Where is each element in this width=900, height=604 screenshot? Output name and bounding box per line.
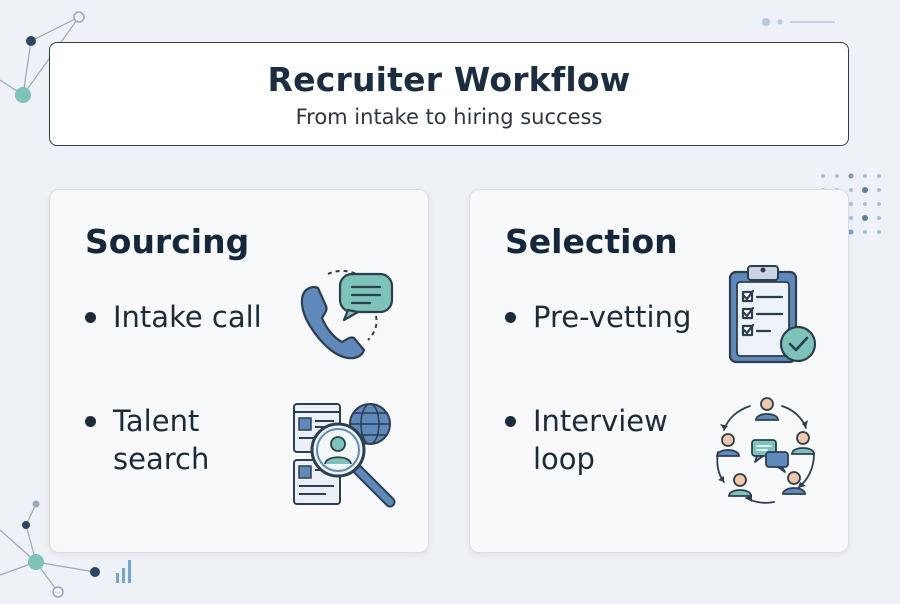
item-label-intake-call: Intake call: [113, 300, 262, 334]
item-label-interview-loop: Interview loop: [533, 404, 668, 476]
list-item-interview-loop: Interview loop: [505, 402, 683, 478]
selection-card: Selection Pre-vetting Interview loop: [469, 189, 849, 553]
card-title-selection: Selection: [505, 222, 678, 261]
bullet-dot: [85, 416, 96, 427]
card-title-sourcing: Sourcing: [85, 222, 250, 261]
list-item-intake-call: Intake call: [85, 298, 283, 336]
page-subtitle: From intake to hiring success: [295, 105, 603, 129]
sourcing-card: Sourcing Intake call Talent search: [49, 189, 429, 553]
interview-loop-icon: [716, 397, 815, 504]
phone-chat-icon: [300, 270, 394, 360]
network-decoration-bottom-left: [0, 500, 131, 598]
clipboard-check-icon: [728, 265, 817, 364]
item-label-pre-vetting: Pre-vetting: [533, 300, 692, 334]
item-label-talent-search: Talent search: [113, 404, 210, 476]
page-title: Recruiter Workflow: [267, 60, 631, 99]
bullet-dot: [85, 312, 96, 323]
header-banner: Recruiter Workflow From intake to hiring…: [49, 42, 849, 146]
profile-search-icon: [293, 403, 396, 508]
bullet-dot: [505, 312, 516, 323]
dot-line-decoration-top-right: [762, 18, 835, 26]
bullet-dot: [505, 416, 516, 427]
list-item-talent-search: Talent search: [85, 402, 263, 478]
list-item-pre-vetting: Pre-vetting: [505, 298, 713, 336]
